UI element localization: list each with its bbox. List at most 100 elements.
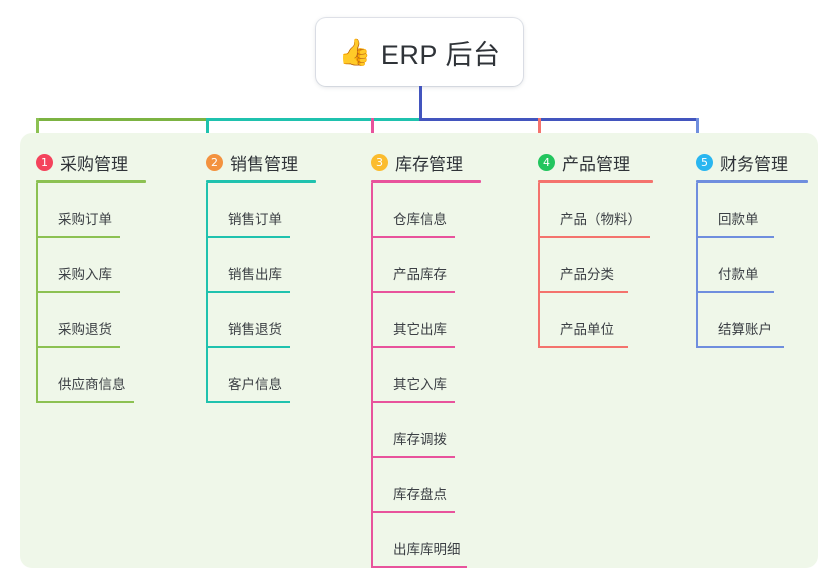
column-header-2[interactable]: 2 销售管理 (190, 147, 350, 177)
list-item[interactable]: 出库库明细 (355, 513, 515, 568)
list-item-rule (206, 346, 290, 348)
root-drop-line (419, 86, 422, 121)
list-item[interactable]: 库存调拨 (355, 403, 515, 458)
list-item[interactable]: 采购退货 (20, 293, 185, 348)
list-item-label: 采购订单 (58, 212, 112, 227)
list-item-rule (538, 236, 650, 238)
list-item-label: 回款单 (718, 212, 759, 227)
column-spine-5 (696, 183, 698, 348)
list-item[interactable]: 产品单位 (522, 293, 677, 348)
list-item-rule (696, 291, 774, 293)
list-item-label: 其它出库 (393, 322, 447, 337)
list-item[interactable]: 产品库存 (355, 238, 515, 293)
column-rule-2 (206, 180, 316, 183)
list-item-rule (371, 236, 455, 238)
list-item[interactable]: 客户信息 (190, 348, 350, 403)
list-item-label: 产品（物料） (560, 212, 641, 227)
list-item-label: 采购退货 (58, 322, 112, 337)
list-item[interactable]: 结算账户 (680, 293, 820, 348)
list-item-rule (371, 456, 455, 458)
list-item-rule (206, 401, 290, 403)
list-item[interactable]: 销售出库 (190, 238, 350, 293)
list-item-label: 产品分类 (560, 267, 614, 282)
column-2: 2 销售管理销售订单销售出库销售退货客户信息 (190, 133, 350, 403)
number-badge-3: 3 (371, 153, 388, 171)
list-item-label: 销售出库 (228, 267, 282, 282)
list-item-rule (371, 566, 467, 568)
list-item[interactable]: 销售退货 (190, 293, 350, 348)
column-rule-3 (371, 180, 481, 183)
column-3: 3 库存管理仓库信息产品库存其它出库其它入库库存调拨库存盘点出库库明细 (355, 133, 515, 568)
list-item-label: 结算账户 (718, 322, 772, 337)
number-badge-5: 5 (696, 153, 713, 171)
bus-segment-green (36, 118, 209, 121)
list-item-label: 产品库存 (393, 267, 447, 282)
column-5: 5 财务管理回款单付款单结算账户 (680, 133, 820, 348)
list-item[interactable]: 供应商信息 (20, 348, 185, 403)
column-rule-5 (696, 180, 808, 183)
column-spine-2 (206, 183, 208, 403)
root-node[interactable]: 👍 ERP 后台 (316, 18, 523, 86)
column-items-2: 销售订单销售出库销售退货客户信息 (190, 183, 350, 403)
column-1: 1 采购管理采购订单采购入库采购退货供应商信息 (20, 133, 185, 403)
column-header-1[interactable]: 1 采购管理 (20, 147, 185, 177)
column-title-2: 销售管理 (230, 154, 298, 174)
list-item-label: 供应商信息 (58, 377, 126, 392)
column-spine-1 (36, 183, 38, 403)
list-item[interactable]: 其它入库 (355, 348, 515, 403)
list-item-rule (371, 401, 455, 403)
list-item-rule (36, 401, 134, 403)
list-item-rule (538, 346, 628, 348)
list-item-label: 采购入库 (58, 267, 112, 282)
list-item-rule (36, 236, 120, 238)
column-4: 4 产品管理产品（物料） 产品分类产品单位 (522, 133, 677, 348)
column-header-5[interactable]: 5 财务管理 (680, 147, 820, 177)
list-item-rule (36, 346, 120, 348)
list-item-rule (206, 236, 290, 238)
list-item-label: 库存调拨 (393, 432, 447, 447)
list-item-rule (538, 291, 628, 293)
list-item-label: 仓库信息 (393, 212, 447, 227)
list-item-label: 付款单 (718, 267, 759, 282)
column-header-3[interactable]: 3 库存管理 (355, 147, 515, 177)
column-spine-4 (538, 183, 540, 348)
list-item-label: 库存盘点 (393, 487, 447, 502)
number-badge-1: 1 (36, 153, 53, 171)
root-title: ERP 后台 (380, 39, 501, 70)
column-title-4: 产品管理 (562, 154, 630, 174)
list-item[interactable]: 仓库信息 (355, 183, 515, 238)
column-items-3: 仓库信息产品库存其它出库其它入库库存调拨库存盘点出库库明细 (355, 183, 515, 568)
list-item-rule (371, 346, 455, 348)
thumbs-up-icon: 👍 (338, 37, 371, 67)
column-items-1: 采购订单采购入库采购退货供应商信息 (20, 183, 185, 403)
bus-segment-teal (206, 118, 422, 121)
list-item[interactable]: 产品（物料） (522, 183, 677, 238)
column-title-5: 财务管理 (720, 154, 788, 174)
column-title-3: 库存管理 (395, 154, 463, 174)
list-item[interactable]: 回款单 (680, 183, 820, 238)
list-item[interactable]: 库存盘点 (355, 458, 515, 513)
list-item[interactable]: 产品分类 (522, 238, 677, 293)
column-title-1: 采购管理 (60, 154, 128, 174)
column-header-4[interactable]: 4 产品管理 (522, 147, 677, 177)
list-item[interactable]: 其它出库 (355, 293, 515, 348)
list-item[interactable]: 采购入库 (20, 238, 185, 293)
list-item-label: 销售退货 (228, 322, 282, 337)
list-item-rule (206, 291, 290, 293)
list-item[interactable]: 采购订单 (20, 183, 185, 238)
column-spine-3 (371, 183, 373, 568)
list-item[interactable]: 付款单 (680, 238, 820, 293)
column-rule-1 (36, 180, 146, 183)
list-item[interactable]: 销售订单 (190, 183, 350, 238)
number-badge-2: 2 (206, 153, 223, 171)
list-item-label: 出库库明细 (393, 542, 461, 557)
column-items-4: 产品（物料） 产品分类产品单位 (522, 183, 677, 348)
number-badge-4: 4 (538, 153, 555, 171)
list-item-label: 客户信息 (228, 377, 282, 392)
list-item-rule (371, 291, 455, 293)
list-item-rule (696, 236, 774, 238)
list-item-rule (371, 511, 455, 513)
list-item-label: 产品单位 (560, 322, 614, 337)
list-item-rule (696, 346, 784, 348)
column-items-5: 回款单付款单结算账户 (680, 183, 820, 348)
